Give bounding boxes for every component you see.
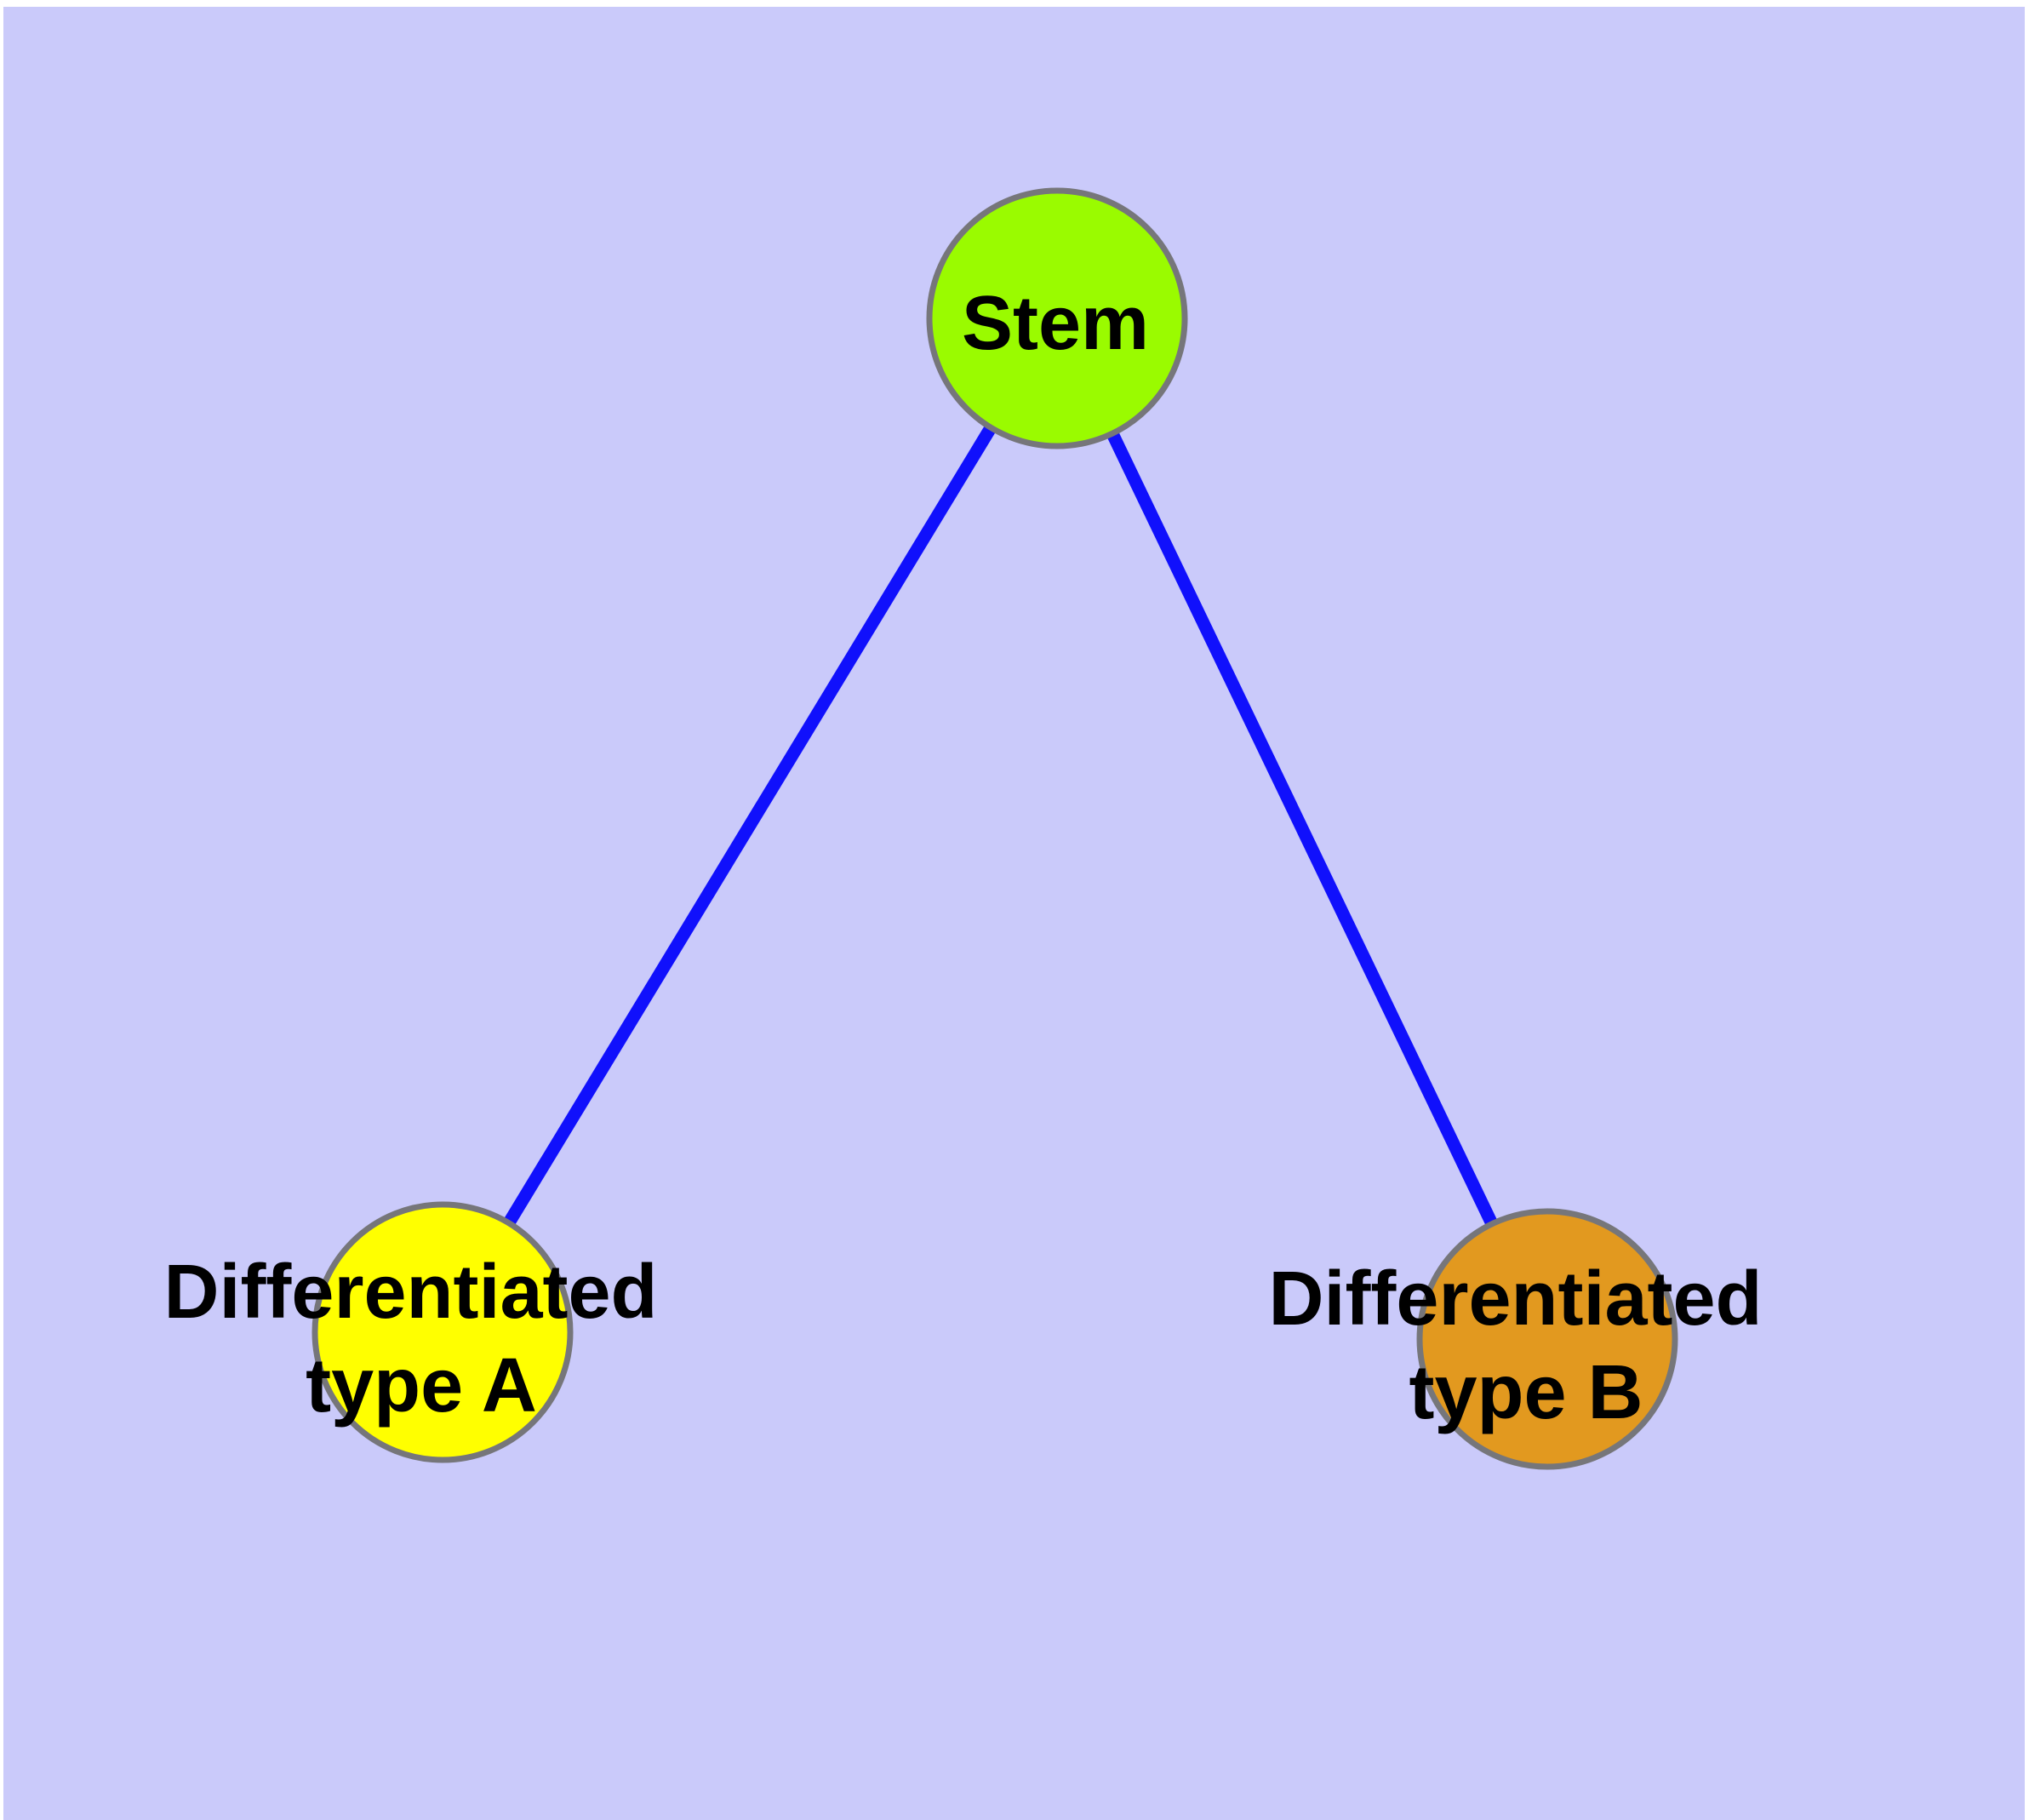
node-type-b-label-line1: Differentiated bbox=[1268, 1256, 1762, 1342]
node-type-a-label-line2: type A bbox=[306, 1343, 537, 1428]
node-type-a-label: Differentiated type A bbox=[163, 1250, 678, 1428]
edge-stem-to-type-b bbox=[1051, 315, 1553, 1342]
node-type-b-label-line2: type B bbox=[1409, 1350, 1643, 1435]
node-type-a-label-line1: Differentiated bbox=[163, 1250, 657, 1335]
node-stem-label: Stem bbox=[962, 281, 1149, 366]
node-stem-circle bbox=[926, 187, 1188, 449]
edge-stem-to-type-a bbox=[437, 315, 1063, 1336]
node-type-b-label: Differentiated type B bbox=[1268, 1256, 1783, 1435]
node-type-b-circle bbox=[1416, 1208, 1678, 1470]
node-type-a-circle bbox=[311, 1201, 574, 1463]
